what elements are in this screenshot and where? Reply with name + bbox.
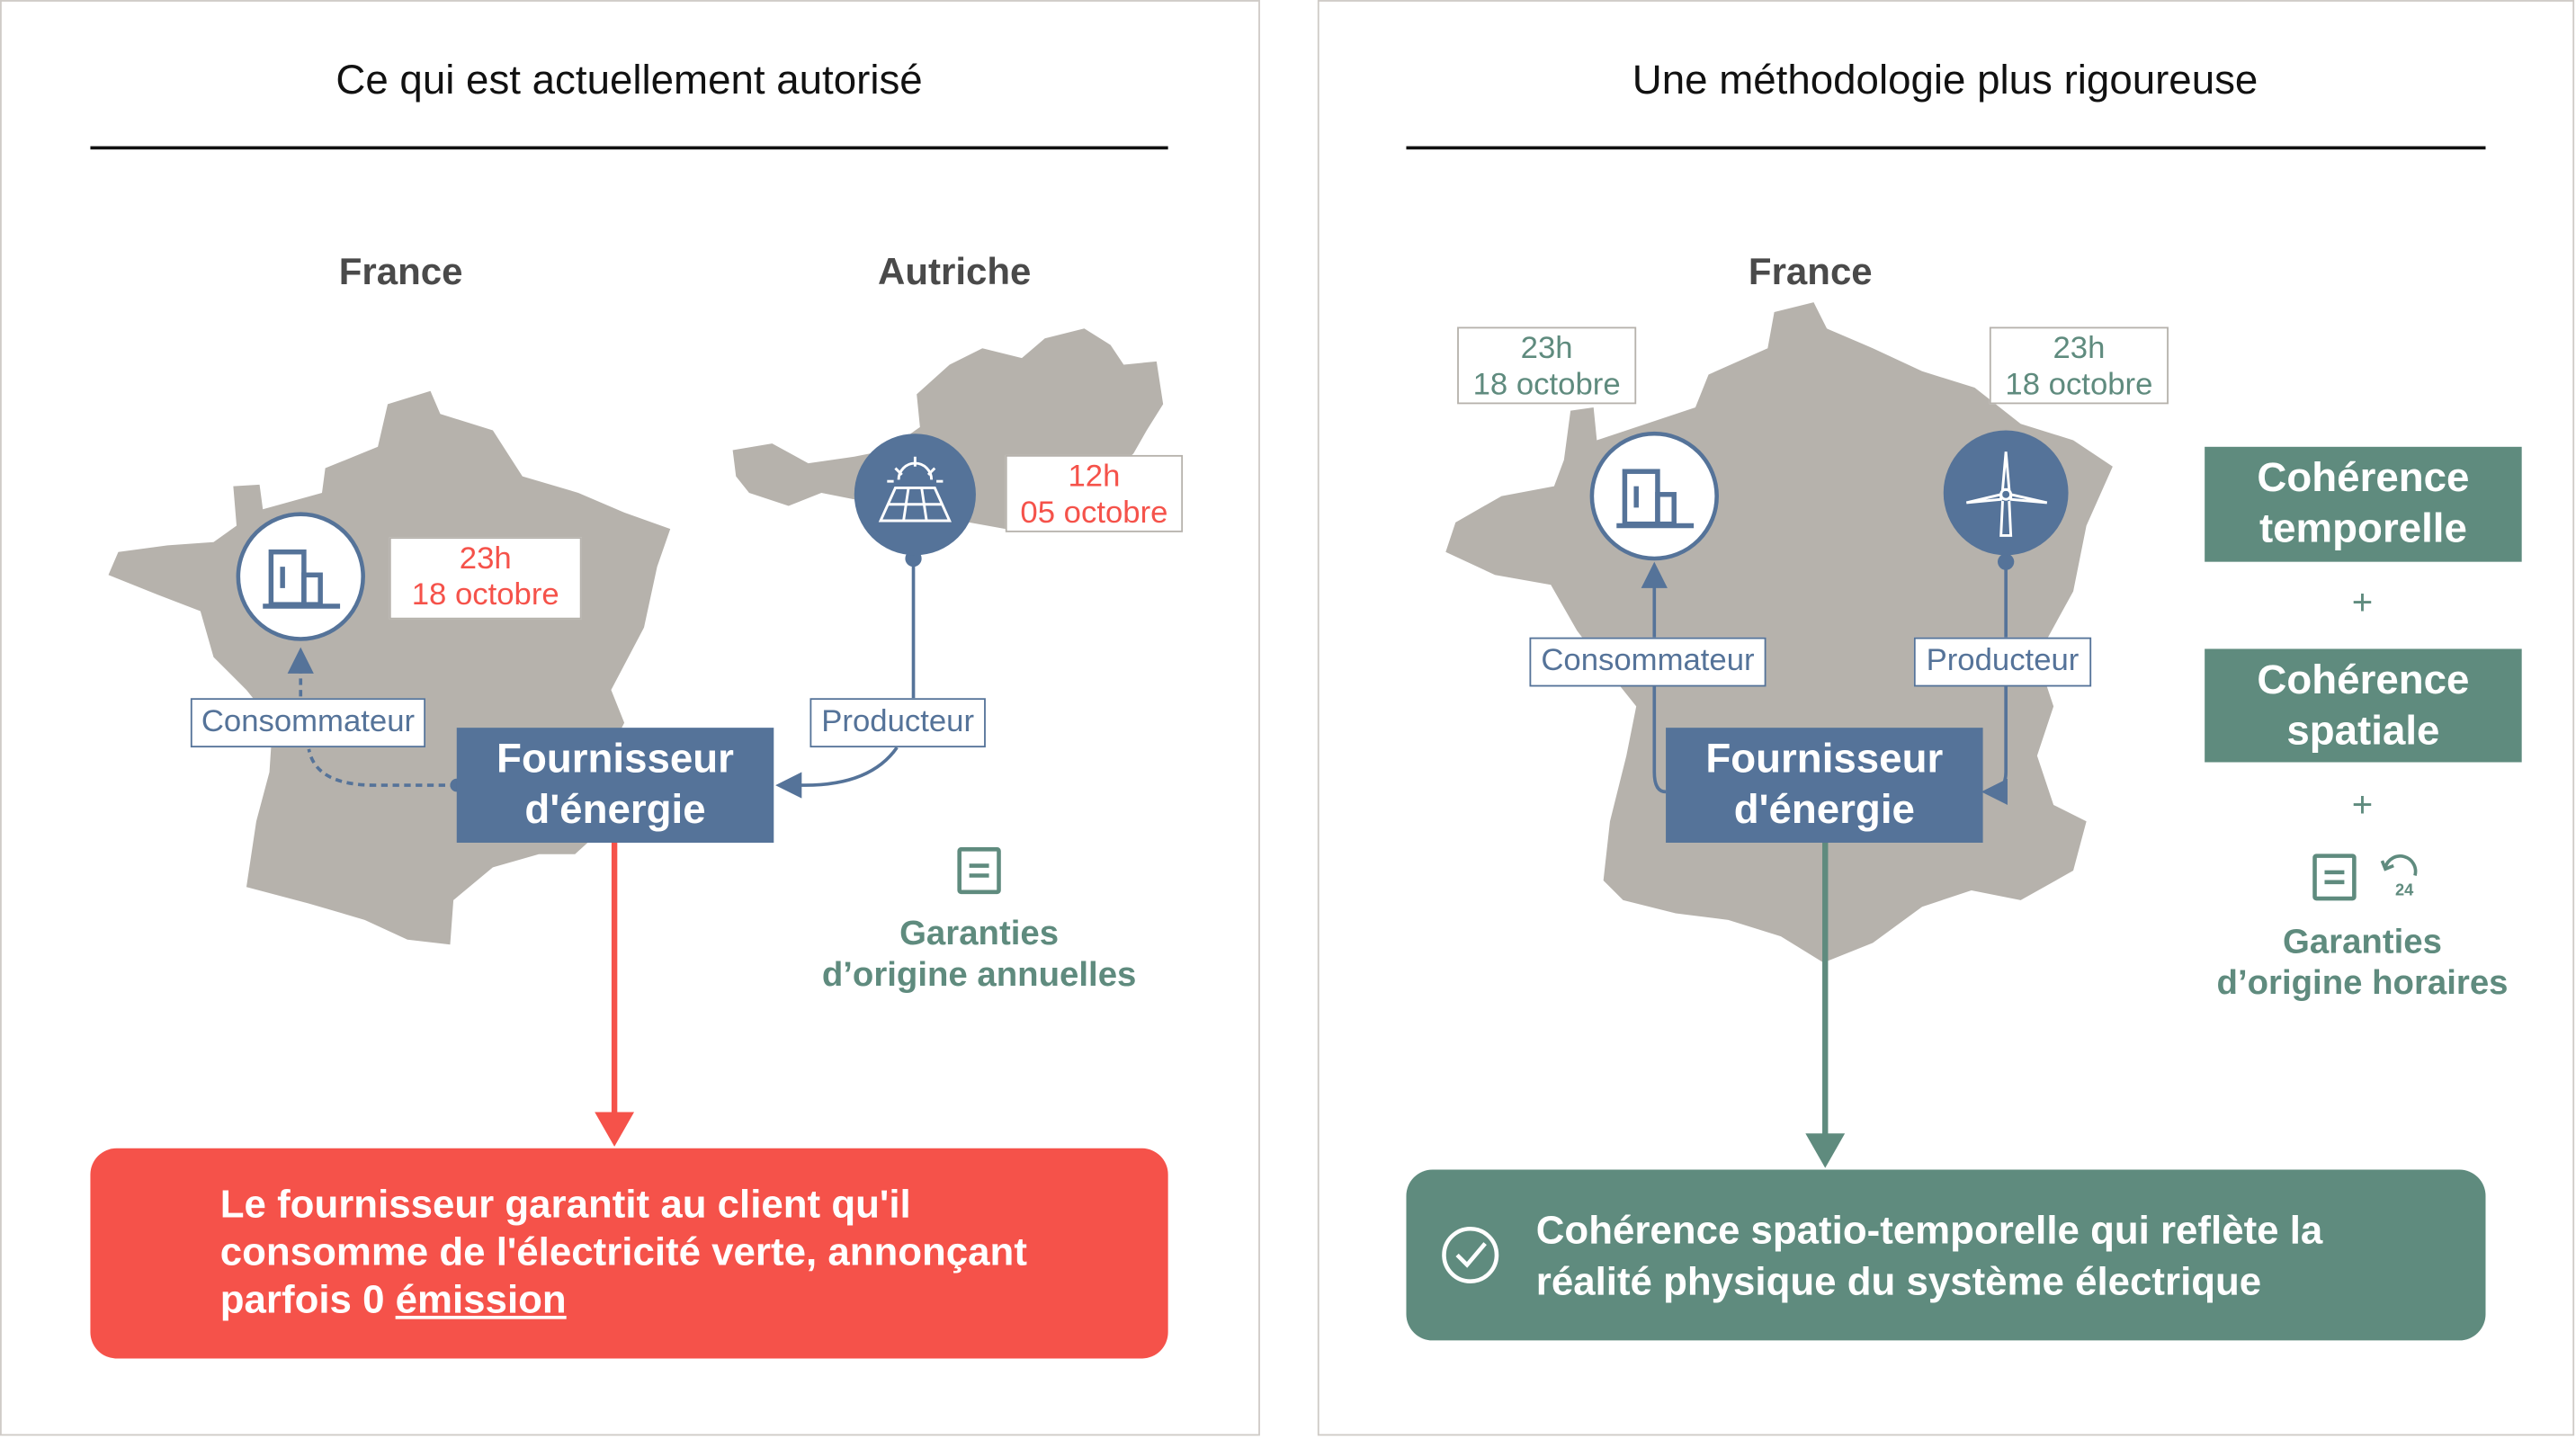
svg-text:24: 24 [2395,880,2414,898]
country-austria: Autriche [877,249,1032,293]
msg-line2: consomme de l'électricité verte, annonça… [219,1230,1027,1275]
time: 12h [1068,460,1121,495]
left-title: Ce qui est actuellement autorisé [335,57,923,104]
24h-cycle-icon: 24 [2380,854,2418,898]
coherence-line1: Cohérence [2257,454,2470,502]
success-message-box [1406,1169,2486,1341]
guarantees-line2: d’origine horaires [2216,964,2509,1003]
day: 18 octobre [2005,368,2153,403]
document-icon-right [2312,854,2357,901]
consumer-date-right: 23h 18 octobre [1457,326,1637,405]
red-arrow-head [595,1112,635,1147]
producer-connector [782,555,916,785]
producer-date-right: 23h 18 octobre [1989,326,2169,405]
guarantees-line2: d’origine annuelles [821,956,1137,995]
supplier-box-right: Fournisseur d'énergie [1666,728,1983,843]
producer-label-right: Producteur [1913,637,2092,687]
country-france-right: France [1748,249,1873,293]
document-icon [957,847,1001,895]
country-france-left: France [338,249,463,293]
left-divider [90,146,1168,150]
spatial-coherence-box: Cohérence spatiale [2205,648,2522,763]
supplier-line1: Fournisseur [496,736,734,782]
plus-sign-1: + [2351,581,2374,623]
right-title: Une méthodologie plus rigoureuse [1632,57,2258,104]
time: 23h [459,541,512,577]
building-icon [236,512,365,641]
guarantees-annual: Garanties d’origine annuelles [782,914,1176,996]
wind-turbine-icon [1943,430,2069,556]
guarantees-line1: Garanties [2283,923,2442,961]
day: 18 octobre [411,577,559,613]
time: 23h [2053,331,2106,367]
guarantees-line1: Garanties [899,915,1060,953]
consumer-connector [307,748,457,787]
right-panel [1317,0,2575,1436]
warning-message: Le fournisseur garantit au client qu'il … [220,1181,1157,1324]
connector-dot [1998,553,2015,570]
producer-connector-right [1988,559,2006,791]
msg-line2: réalité physique du système électrique [1535,1259,2262,1305]
producer-label-left: Producteur [809,698,986,748]
supplier-box-left: Fournisseur d'énergie [456,728,774,843]
emission-link[interactable]: émission [395,1278,567,1323]
msg-line3: parfois 0 [219,1278,396,1323]
consumer-label-left: Consommateur [190,698,426,748]
producer-date-left: 12h 05 octobre [1005,454,1184,532]
supplier-line2: d'énergie [1733,786,1915,834]
warning-message-box [90,1148,1168,1359]
coherence-line1: Cohérence [2257,657,2470,703]
guarantees-hourly: Garanties d’origine horaires [2165,922,2559,1004]
consumer-date-left: 23h 18 octobre [389,537,582,620]
msg-line3-wrapper: parfois 0 émission [220,1276,1157,1324]
temporal-coherence-box: Cohérence temporelle [2205,446,2522,562]
coherence-line2: spatiale [2286,708,2440,755]
time: 23h [1520,331,1573,367]
green-arrow-head [1805,1133,1846,1168]
msg-line1: Le fournisseur garantit au client qu'il [219,1183,911,1228]
supplier-line1: Fournisseur [1705,736,1944,782]
left-panel [0,0,1260,1436]
day: 05 octobre [1020,496,1168,531]
solar-panel-icon [854,433,976,556]
consumer-label-right: Consommateur [1529,637,1767,687]
day: 18 octobre [1472,368,1621,403]
building-icon-right [1589,431,1719,561]
coherence-line2: temporelle [2258,505,2467,552]
plus-sign-2: + [2351,783,2374,825]
supplier-line2: d'énergie [524,786,706,834]
msg-line1: Cohérence spatio-temporelle qui reflète … [1535,1209,2323,1254]
right-divider [1406,146,2486,150]
consumer-connector-right [1654,568,1666,794]
success-message: Cohérence spatio-temporelle qui reflète … [1536,1206,2473,1308]
